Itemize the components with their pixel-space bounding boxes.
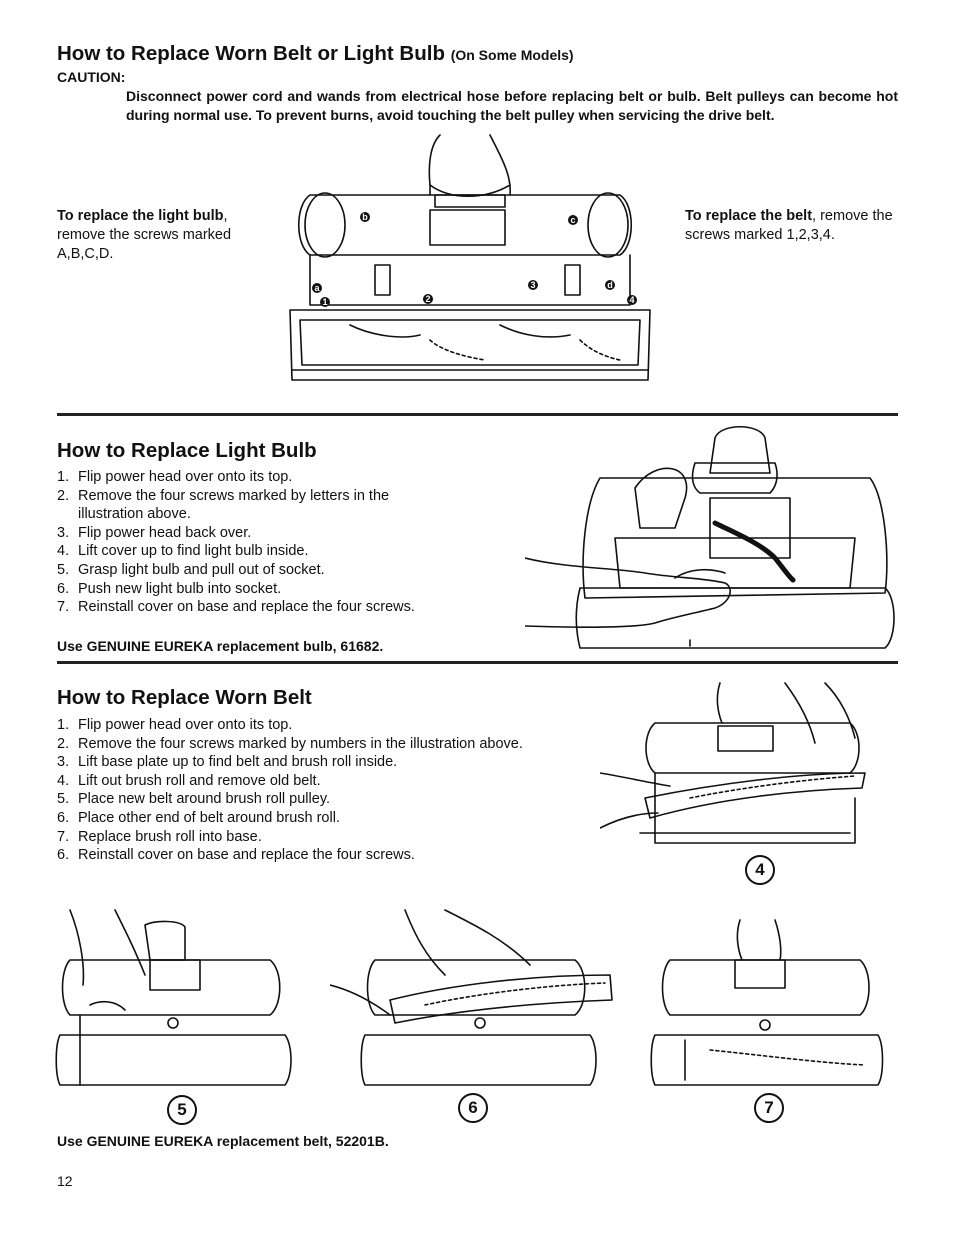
page-number: 12 (57, 1173, 73, 1189)
title-note: (On Some Models) (450, 47, 574, 63)
screw-label-d: d (607, 280, 613, 290)
section-divider (57, 661, 898, 664)
bulb-part-note: Use GENUINE EUREKA replacement bulb, 616… (57, 638, 384, 654)
caution-label: CAUTION: (57, 69, 126, 85)
light-bulb-illustration (525, 426, 895, 649)
screw-label-a: a (314, 283, 320, 293)
screw-label-3: 3 (530, 280, 535, 290)
belt-part-note: Use GENUINE EUREKA replacement belt, 522… (57, 1133, 389, 1149)
bulb-screw-note: To replace the light bulb, remove the sc… (57, 208, 232, 262)
screw-label-4: 4 (629, 295, 634, 305)
belt-figure-4-illustration (600, 682, 866, 844)
list-item: 6.Reinstall cover on base and replace th… (57, 847, 415, 864)
caution-text: Disconnect power cord and wands from ele… (126, 88, 898, 123)
screw-label-b: b (362, 212, 368, 222)
figure-label-7: 7 (754, 1093, 784, 1123)
power-head-underside-illustration: a b c d 1 2 3 4 (289, 134, 651, 381)
list-item: 2.Remove the four screws marked by numbe… (57, 735, 523, 752)
belt-heading: How to Replace Worn Belt (57, 686, 312, 709)
list-item: 1.Flip power head over onto its top. (57, 469, 293, 485)
belt-figure-5-illustration (55, 909, 292, 1086)
screw-label-2: 2 (425, 294, 430, 304)
belt-screw-note: To replace the belt, remove the screws m… (685, 208, 893, 243)
bulb-heading: How to Replace Light Bulb (57, 439, 317, 462)
list-item: 1.Flip power head over onto its top. (57, 717, 293, 733)
figure-label-4: 4 (745, 855, 775, 885)
list-item: 6.Push new light bulb into socket. (57, 580, 282, 597)
list-item: 5.Place new belt around brush roll pulle… (57, 791, 331, 808)
list-item: 4.Lift cover up to find light bulb insid… (57, 543, 309, 560)
belt-figure-7-illustration (650, 919, 884, 1086)
screw-label-1: 1 (322, 297, 327, 307)
list-item: 2.Remove the four screws marked by lette… (57, 487, 390, 523)
figure-label-6: 6 (458, 1093, 488, 1123)
figure-label-5: 5 (167, 1095, 197, 1125)
list-item: 4.Lift out brush roll and remove old bel… (57, 772, 321, 789)
belt-figure-6-illustration (330, 909, 613, 1086)
belt-steps-list: 1.Flip power head over onto its top. 2.R… (57, 716, 577, 865)
list-item: 3.Flip power head back over. (57, 524, 252, 541)
screw-label-c: c (570, 215, 575, 225)
list-item: 7.Reinstall cover on base and replace th… (57, 599, 415, 616)
page-title: How to Replace Worn Belt or Light Bulb (… (57, 42, 574, 65)
section-divider (57, 413, 898, 416)
list-item: 7.Replace brush roll into base. (57, 828, 262, 845)
bulb-steps-list: 1.Flip power head over onto its top. 2.R… (57, 468, 437, 617)
list-item: 6.Place other end of belt around brush r… (57, 809, 340, 826)
list-item: 5.Grasp light bulb and pull out of socke… (57, 561, 325, 578)
list-item: 3.Lift base plate up to find belt and br… (57, 754, 398, 771)
